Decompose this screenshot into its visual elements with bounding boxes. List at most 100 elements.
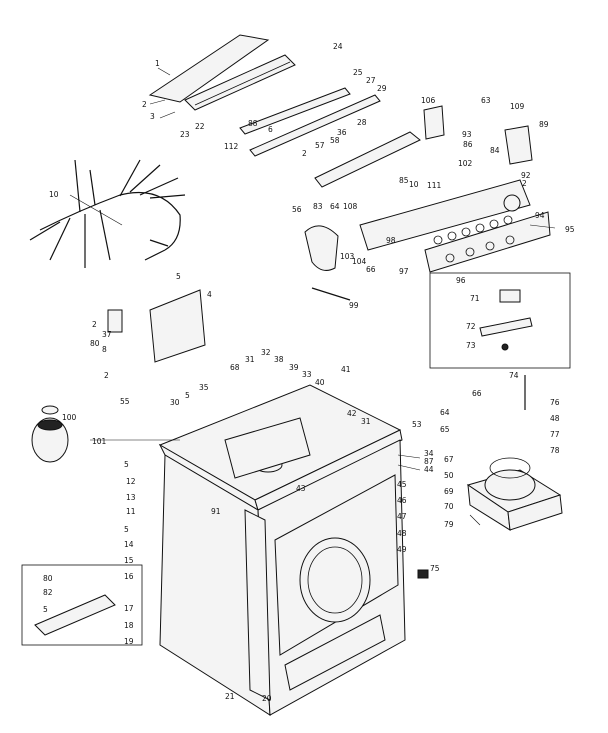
- callout-71: 71: [470, 294, 480, 303]
- control-panel: [359, 179, 551, 273]
- bracket-56: [304, 225, 339, 271]
- callout-55: 55: [120, 397, 130, 406]
- callout-72: 72: [466, 322, 476, 331]
- callout-106: 106: [421, 96, 436, 105]
- callout-1: 1: [155, 59, 160, 68]
- callout-97: 97: [399, 267, 409, 276]
- callout-28: 28: [357, 118, 367, 127]
- console-rails: [239, 87, 421, 188]
- callout-21: 21: [225, 692, 235, 701]
- callout-13: 13: [126, 493, 136, 502]
- callout-31: 31: [245, 355, 255, 364]
- callout-92: 92: [521, 171, 531, 180]
- callout-83: 83: [313, 202, 323, 211]
- callout-88: 88: [248, 119, 258, 128]
- callout-34: 34: [424, 449, 434, 458]
- callout-50: 50: [444, 471, 454, 480]
- callout-2b: 2: [302, 149, 307, 158]
- callout-47: 47: [397, 512, 407, 521]
- callout-29: 29: [377, 84, 387, 93]
- callout-66: 66: [366, 265, 376, 274]
- callout-44: 44: [424, 465, 434, 474]
- pump-motor-101: [31, 405, 69, 463]
- callout-64: 64: [330, 202, 340, 211]
- callout-80b: 80: [43, 574, 53, 583]
- callout-43: 43: [296, 484, 306, 493]
- callout-91: 91: [211, 507, 221, 516]
- inset-box-bracket: [21, 564, 143, 646]
- wire-harness: [29, 159, 186, 268]
- callout-12: 12: [126, 477, 136, 486]
- callout-5b: 5: [185, 391, 190, 400]
- callout-108: 108: [343, 202, 358, 211]
- callout-5e: 5: [43, 605, 48, 614]
- callout-18: 18: [124, 621, 134, 630]
- callout-84: 84: [490, 146, 500, 155]
- callout-17: 17: [124, 604, 134, 613]
- bracket-4: [149, 289, 206, 363]
- callout-102: 102: [458, 159, 473, 168]
- callout-41: 41: [341, 365, 351, 374]
- callout-22: 22: [195, 122, 205, 131]
- callout-111: 111: [427, 181, 442, 190]
- callout-48b: 48: [550, 414, 560, 423]
- callout-94: 94: [535, 211, 545, 220]
- callout-2e: 2: [104, 371, 109, 380]
- callout-30: 30: [170, 398, 180, 407]
- cabinet-body: [159, 439, 406, 716]
- callout-25: 25: [353, 68, 363, 77]
- callout-38: 38: [274, 355, 284, 364]
- callout-5c: 5: [124, 460, 129, 469]
- callout-11: 11: [126, 507, 136, 516]
- callout-19: 19: [124, 637, 134, 646]
- callout-96: 96: [456, 276, 466, 285]
- callout-24: 24: [333, 42, 343, 51]
- inset-box-switch: [429, 272, 571, 369]
- callout-103: 103: [340, 252, 355, 261]
- console-cover-panel: [148, 34, 296, 111]
- callout-45: 45: [397, 480, 407, 489]
- callout-42: 42: [347, 409, 357, 418]
- callout-23: 23: [180, 130, 190, 139]
- callout-35: 35: [199, 383, 209, 392]
- callout-10b: 10: [49, 190, 59, 199]
- timer-knob: [503, 194, 521, 212]
- drum-assembly: [466, 457, 563, 531]
- callout-65: 65: [440, 425, 450, 434]
- kick-panel: [284, 614, 386, 691]
- callout-95: 95: [565, 225, 575, 234]
- callout-58: 58: [330, 136, 340, 145]
- callout-112: 112: [224, 142, 239, 151]
- callout-68: 68: [230, 363, 240, 372]
- callout-89: 89: [539, 120, 549, 129]
- callout-2: 2: [142, 100, 147, 109]
- callout-4: 4: [207, 290, 212, 299]
- callout-20: 20: [262, 694, 272, 703]
- callout-39: 39: [289, 363, 299, 372]
- callout-6: 6: [268, 125, 273, 134]
- callout-98: 98: [386, 236, 396, 245]
- callout-37: 37: [102, 330, 112, 339]
- callout-69: 69: [444, 487, 454, 496]
- callout-99: 99: [349, 301, 359, 310]
- callout-101: 101: [92, 437, 107, 446]
- callout-104: 104: [352, 257, 367, 266]
- callout-86: 86: [463, 140, 473, 149]
- callout-32: 32: [261, 348, 271, 357]
- bracket-80: [107, 309, 123, 333]
- callout-14: 14: [124, 540, 134, 549]
- timer-bracket: [423, 105, 533, 165]
- callout-2c: 2: [522, 179, 527, 188]
- callout-74: 74: [509, 371, 519, 380]
- door-opening: [299, 537, 371, 623]
- callout-10: 10: [409, 180, 419, 189]
- rod-99: [311, 287, 351, 301]
- callout-100: 100: [62, 413, 77, 422]
- callout-53: 53: [412, 420, 422, 429]
- clip-75: [417, 569, 429, 579]
- callout-16: 16: [124, 572, 134, 581]
- callout-66b: 66: [472, 389, 482, 398]
- callout-33: 33: [302, 370, 312, 379]
- callout-8: 8: [102, 345, 107, 354]
